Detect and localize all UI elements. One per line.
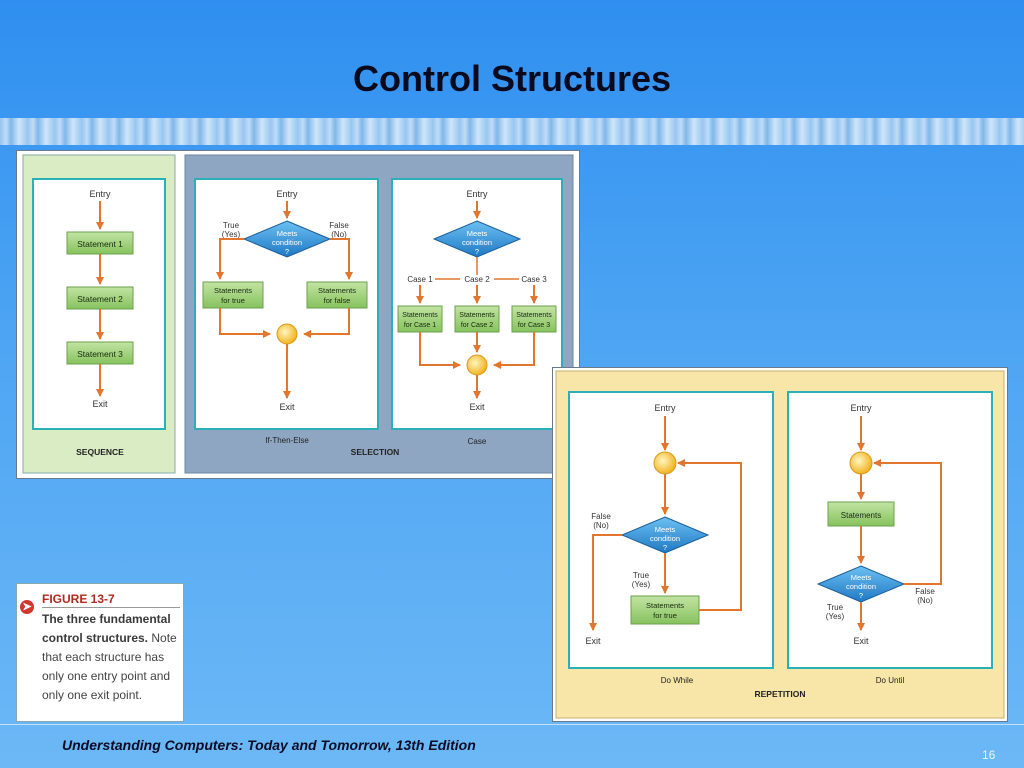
sequence-statement-1-label: Statement 1 [77,239,123,249]
dw-false-label-2: (No) [593,521,609,530]
ite-true-label-1: True [223,221,240,230]
ite-true-label-2: (Yes) [222,230,241,239]
sequence-statement-2-label: Statement 2 [77,294,123,304]
page-number: 16 [982,748,996,762]
dw-junction [653,451,677,475]
dw-entry-label: Entry [654,403,676,413]
sequence-label: SEQUENCE [76,447,124,457]
repetition-diagram: Entry Meets condition ? False (No) Exit … [555,370,1005,719]
dw-exit-label: Exit [585,636,601,646]
du-true-label-2: (Yes) [826,612,845,621]
case-3-box-line-1: Statements [516,312,552,319]
case-3-label: Case 3 [521,275,547,284]
ite-true-box-line-2: for true [221,296,245,305]
du-false-label-1: False [915,587,935,596]
dw-true-label-2: (Yes) [632,580,651,589]
sequence-entry-label: Entry [89,189,111,199]
dw-false-label-1: False [591,512,611,521]
du-statements [827,501,895,527]
du-exit-label: Exit [853,636,869,646]
ite-exit-label: Exit [279,402,295,412]
sequence-statement-3-label: Statement 3 [77,349,123,359]
case-condition-line-2: condition [462,238,492,247]
ite-entry-label: Entry [276,189,298,199]
ite-false-label-1: False [329,221,349,230]
dw-condition-line-3: ? [663,543,667,552]
ite-true-box-line-1: Statements [214,286,252,295]
figure-caption: ➤ FIGURE 13-7 The three fundamental cont… [16,583,184,722]
repetition-label: REPETITION [754,689,805,699]
dw-true-label-1: True [633,571,650,580]
case-2-label: Case 2 [464,275,490,284]
ite-sublabel: If-Then-Else [265,436,309,445]
case-1-label: Case 1 [407,275,433,284]
ite-true-statements [202,281,264,309]
dw-statements [630,595,700,625]
sequence-exit-label: Exit [92,399,108,409]
du-condition-line-2: condition [846,582,876,591]
caption-body: Note that each structure has only one en… [42,631,177,702]
dw-box-line-2: for true [653,611,677,620]
ite-decision-diamond [242,220,332,258]
ite-junction [276,323,298,345]
dw-box-line-1: Statements [646,601,684,610]
footer-divider [0,724,1024,725]
case-entry-label: Entry [466,189,488,199]
du-condition-line-3: ? [859,591,863,600]
du-condition-line-1: Meets [851,573,872,582]
case-sublabel: Case [468,437,487,446]
du-sublabel: Do Until [876,676,905,685]
footer-text: Understanding Computers: Today and Tomor… [62,737,476,753]
du-true-label-1: True [827,603,844,612]
caption-figure-number: FIGURE 13-7 [42,592,115,606]
caption-bold: The three fundamental control structures… [42,612,171,645]
case-1-statements [397,305,443,333]
ite-false-box-line-1: Statements [318,286,356,295]
sequence-selection-figure: Entry Statement 1 Statement 2 Statement … [16,150,580,479]
repetition-figure: Entry Meets condition ? False (No) Exit … [552,367,1008,722]
case-1-box-line-1: Statements [402,312,438,319]
sequence-selection-diagram: Entry Statement 1 Statement 2 Statement … [22,154,574,474]
ite-condition-line-1: Meets [277,229,298,238]
case-1-box-line-2: for Case 1 [404,322,436,329]
case-junction [466,354,488,376]
slide-title: Control Structures [352,58,672,99]
case-3-statements [511,305,557,333]
ite-false-box-line-2: for false [324,296,351,305]
decorative-band [0,118,1024,145]
case-3-box-line-2: for Case 3 [518,322,550,329]
du-junction [849,451,873,475]
case-condition-line-1: Meets [467,229,488,238]
du-box-label: Statements [841,511,881,520]
caption-rule [42,607,180,608]
case-2-statements [454,305,500,333]
ite-condition-line-3: ? [285,247,289,256]
dw-sublabel: Do While [661,676,694,685]
ite-condition-line-2: condition [272,238,302,247]
ite-false-statements [306,281,368,309]
case-2-box-line-2: for Case 2 [461,322,493,329]
du-entry-label: Entry [850,403,872,413]
case-exit-label: Exit [469,402,485,412]
caption-text: The three fundamental control structures… [42,610,182,705]
du-false-label-2: (No) [917,596,933,605]
selection-label: SELECTION [351,447,400,457]
case-2-box-line-1: Statements [459,312,495,319]
dw-condition-line-2: condition [650,534,680,543]
dw-condition-line-1: Meets [655,525,676,534]
case-condition-line-3: ? [475,247,479,256]
do-until-panel [787,391,993,669]
ite-false-label-2: (No) [331,230,347,239]
caption-arrow-icon: ➤ [20,600,34,614]
